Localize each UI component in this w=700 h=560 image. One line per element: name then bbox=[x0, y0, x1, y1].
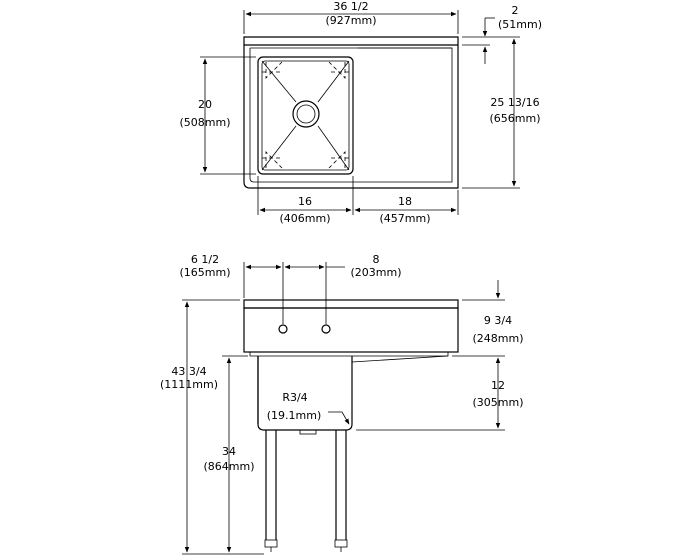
top-view: 36 1/2 (927mm) 2 (51mm) 25 13/16 (656mm)… bbox=[179, 0, 542, 225]
backsplash-metric: (51mm) bbox=[498, 18, 542, 31]
bowl-outer bbox=[257, 56, 354, 175]
faucet-spacing-fraction: 8 bbox=[373, 253, 380, 266]
bowl-corner-marks bbox=[262, 61, 283, 79]
bowl-slope-line bbox=[317, 125, 350, 171]
bowl-depth-fraction: 20 bbox=[198, 98, 212, 111]
faucet-hole bbox=[278, 324, 288, 334]
front-view-body bbox=[243, 307, 459, 353]
top-view-drainboard bbox=[358, 47, 453, 183]
drain-inner bbox=[296, 104, 316, 124]
bowl-inner bbox=[261, 60, 350, 171]
overall-width-metric: (927mm) bbox=[325, 14, 376, 27]
faucet-offset-metric: (165mm) bbox=[179, 266, 230, 279]
bowl-slope-line bbox=[261, 60, 297, 103]
leg-right bbox=[334, 430, 348, 552]
backsplash-height-fraction: 9 3/4 bbox=[484, 314, 512, 327]
bowl-height-fraction: 12 bbox=[491, 379, 505, 392]
corner-radius-leader bbox=[328, 411, 350, 425]
faucet-offset-fraction: 6 1/2 bbox=[191, 253, 219, 266]
bowl-height-metric: (305mm) bbox=[472, 396, 523, 409]
front-view-backsplash bbox=[243, 299, 459, 309]
bowl-depth-metric: (508mm) bbox=[179, 116, 230, 129]
overall-depth-fraction: 25 13/16 bbox=[490, 96, 539, 109]
overall-height-metric: (1111mm) bbox=[160, 378, 218, 391]
bowl-corner-marks bbox=[328, 61, 349, 79]
bowl-corner-marks bbox=[328, 151, 349, 169]
bowl-slope-line bbox=[317, 60, 350, 103]
top-view-inner-edge bbox=[249, 48, 358, 183]
top-view-outline bbox=[243, 36, 459, 189]
overall-height-fraction: 43 3/4 bbox=[171, 365, 206, 378]
work-height-fraction: 34 bbox=[222, 445, 236, 458]
overall-width-fraction: 36 1/2 bbox=[333, 0, 368, 13]
faucet-hole bbox=[321, 324, 331, 334]
work-height-metric: (864mm) bbox=[203, 460, 254, 473]
corner-radius-fraction: R3/4 bbox=[282, 391, 307, 404]
front-view: 6 1/2 (165mm) 8 (203mm) 9 3/4 (248mm) 12… bbox=[160, 253, 524, 555]
faucet-spacing-metric: (203mm) bbox=[350, 266, 401, 279]
corner-radius-metric: (19.1mm) bbox=[267, 409, 322, 422]
bowl-slope-line bbox=[261, 125, 297, 171]
bowl-width-metric: (406mm) bbox=[279, 212, 330, 225]
drain-stub bbox=[299, 429, 317, 435]
backsplash-fraction: 2 bbox=[512, 4, 519, 17]
drain-outer bbox=[292, 100, 320, 128]
drainboard-underside bbox=[351, 355, 449, 363]
backsplash-height-metric: (248mm) bbox=[472, 332, 523, 345]
drainboard-width-metric: (457mm) bbox=[379, 212, 430, 225]
overall-depth-metric: (656mm) bbox=[489, 112, 540, 125]
front-view-rim bbox=[249, 352, 449, 357]
leg-left bbox=[264, 430, 278, 552]
bowl-width-fraction: 16 bbox=[298, 195, 312, 208]
drainboard-width-fraction: 18 bbox=[398, 195, 412, 208]
bowl-corner-marks bbox=[262, 151, 283, 169]
